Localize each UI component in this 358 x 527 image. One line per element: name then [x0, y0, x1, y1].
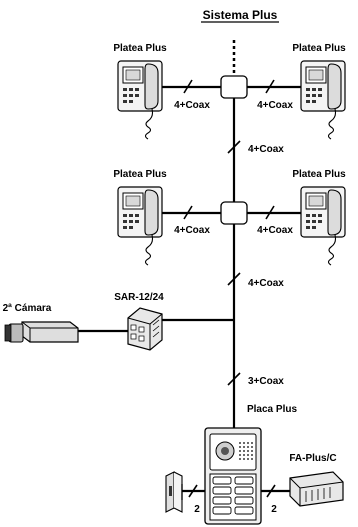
monitor-top-right [300, 60, 346, 140]
tick-riser-3 [227, 372, 241, 386]
monitor-label-top-left: Platea Plus [113, 43, 167, 54]
cable-label-riser-1: 4+Coax [248, 144, 284, 155]
cable-label-top-left: 4+Coax [174, 100, 210, 111]
tick-top-left [183, 79, 193, 94]
door-lock-device [165, 471, 183, 513]
tick-riser-2 [227, 272, 241, 286]
monitor-middle-right [300, 186, 346, 266]
junction-box-middle [220, 201, 248, 225]
camera-device [4, 321, 79, 343]
cable-label-lock: 2 [194, 504, 200, 515]
monitor-label-top-right: Platea Plus [292, 43, 346, 54]
tick-power [266, 484, 276, 498]
cable-label-riser-2: 4+Coax [248, 278, 284, 289]
junction-box-top [220, 75, 248, 99]
power-supply-device [289, 471, 344, 507]
cable-label-middle-right: 4+Coax [257, 225, 293, 236]
monitor-label-middle-right: Platea Plus [292, 169, 346, 180]
tick-lock [188, 484, 198, 498]
cable-label-power: 2 [271, 504, 277, 515]
tick-middle-right [265, 205, 275, 220]
tick-riser-1 [227, 140, 241, 154]
door-panel-device [204, 427, 262, 525]
camera-label: 2ª Cámara [3, 303, 52, 314]
diagram-title: Sistema Plus [203, 8, 278, 22]
sar-device [127, 307, 163, 351]
monitor-label-middle-left: Platea Plus [113, 169, 167, 180]
cable-label-top-right: 4+Coax [257, 100, 293, 111]
cable-label-riser-3: 3+Coax [248, 376, 284, 387]
monitor-top-left [117, 60, 163, 140]
sar-label: SAR-12/24 [114, 292, 164, 303]
tick-middle-left [183, 205, 193, 220]
power-label: FA-Plus/C [289, 453, 336, 464]
panel-label: Placa Plus [247, 404, 297, 415]
cable-label-middle-left: 4+Coax [174, 225, 210, 236]
tick-top-right [265, 79, 275, 94]
monitor-middle-left [117, 186, 163, 266]
